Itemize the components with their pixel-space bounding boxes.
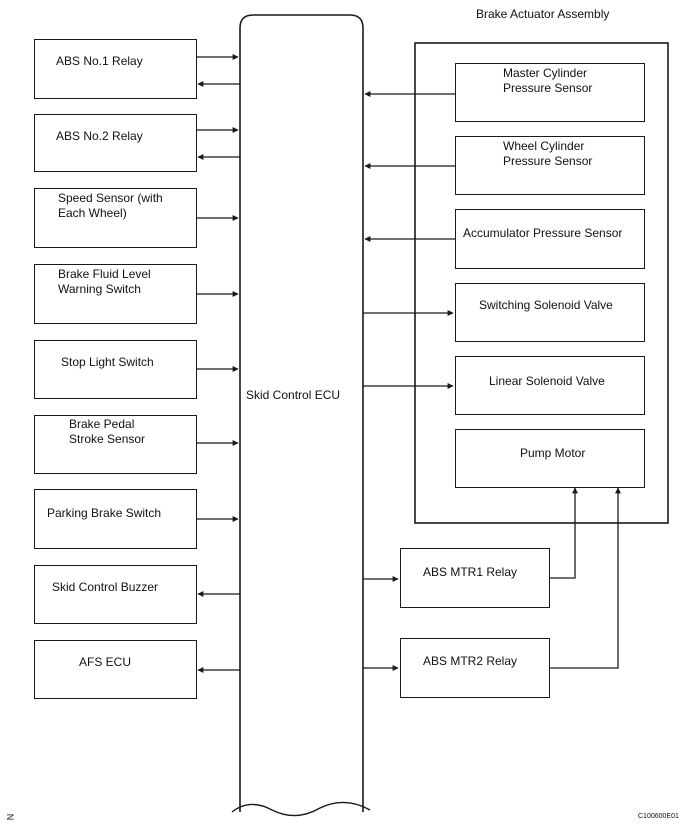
arrow-mtr2-pump (550, 487, 621, 669)
brake-fluid-level-box: Brake Fluid Level Warning Switch (34, 264, 197, 324)
ecu-label: Skid Control ECU (246, 388, 341, 402)
assembly-title: Brake Actuator Assembly (476, 7, 610, 21)
ecu-break-line (231, 801, 371, 817)
speed-sensor-box: Speed Sensor (with Each Wheel) (34, 188, 197, 248)
switching-solenoid-box: Switching Solenoid Valve (455, 283, 645, 342)
parking-brake-switch-box: Parking Brake Switch (34, 489, 197, 549)
brake-pedal-stroke-box: Brake Pedal Stroke Sensor (34, 415, 197, 474)
skid-control-buzzer-box: Skid Control Buzzer (34, 565, 197, 624)
abs-no1-relay-box: ABS No.1 Relay (34, 39, 197, 99)
abs-mtr1-relay-box: ABS MTR1 Relay (400, 548, 550, 608)
box-label: Stop Light Switch (61, 355, 154, 369)
stop-light-switch-box: Stop Light Switch (34, 340, 197, 399)
accumulator-sensor-box: Accumulator Pressure Sensor (455, 209, 645, 269)
box-label: Switching Solenoid Valve (479, 298, 613, 312)
box-label: Wheel Cylinder Pressure Sensor (503, 139, 593, 168)
box-label: ABS MTR2 Relay (423, 654, 518, 668)
box-label: AFS ECU (79, 655, 132, 669)
box-label: ABS No.1 Relay (56, 54, 143, 68)
corner-mark: N (5, 813, 16, 821)
figure-code: C100600E01 (638, 813, 679, 820)
box-label: Brake Fluid Level Warning Switch (58, 267, 151, 296)
box-label: Accumulator Pressure Sensor (463, 226, 623, 240)
box-label: Skid Control Buzzer (52, 580, 159, 594)
box-label: Speed Sensor (with Each Wheel) (58, 191, 163, 220)
pump-motor-box: Pump Motor (455, 429, 645, 488)
abs-no2-relay-box: ABS No.2 Relay (34, 114, 197, 172)
ecu-body (239, 14, 364, 812)
box-label: ABS No.2 Relay (56, 129, 143, 143)
afs-ecu-box: AFS ECU (34, 640, 197, 699)
actuator-assembly-frame (414, 42, 669, 524)
abs-mtr2-relay-box: ABS MTR2 Relay (400, 638, 550, 698)
box-label: Brake Pedal Stroke Sensor (69, 417, 146, 446)
master-cylinder-sensor-box: Master Cylinder Pressure Sensor (455, 63, 645, 122)
box-label: Parking Brake Switch (47, 506, 162, 520)
box-label: Pump Motor (520, 446, 586, 460)
wheel-cylinder-sensor-box: Wheel Cylinder Pressure Sensor (455, 136, 645, 195)
box-label: Master Cylinder Pressure Sensor (503, 66, 593, 95)
box-label: ABS MTR1 Relay (423, 565, 518, 579)
box-label: Linear Solenoid Valve (489, 374, 605, 388)
arrow-mtr1-pump (550, 487, 578, 579)
linear-solenoid-box: Linear Solenoid Valve (455, 356, 645, 415)
